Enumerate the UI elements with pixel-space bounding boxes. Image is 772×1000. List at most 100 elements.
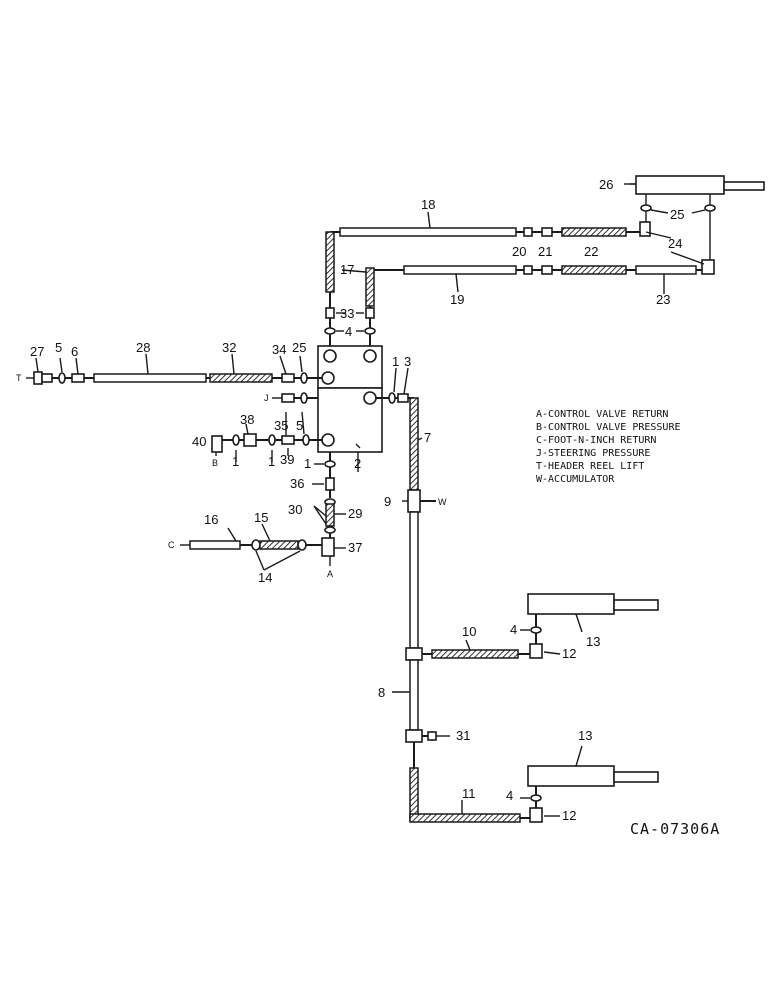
callout-22: 22 — [584, 244, 598, 259]
adapter-33-left — [325, 307, 335, 319]
callout-4-upper: 4 — [510, 622, 517, 637]
cylinder-13-upper-body — [527, 593, 615, 615]
tube-8-lower — [409, 659, 419, 731]
callout-15: 15 — [254, 510, 268, 525]
callout-1-pressure: 1 — [392, 354, 399, 369]
connection-b: B — [212, 458, 218, 468]
hose-line-left-vertical — [325, 231, 335, 293]
elbow-12-upper — [529, 643, 543, 659]
fitting-20-lower — [523, 265, 533, 275]
callout-12-lower: 12 — [562, 808, 576, 823]
connection-c: C — [168, 540, 175, 550]
callout-39: 39 — [280, 452, 294, 467]
foot-n-inch-return-line — [180, 539, 322, 571]
hose-32 — [209, 373, 273, 383]
callout-3: 3 — [404, 354, 411, 369]
callout-17: 17 — [340, 262, 354, 277]
clamp-14-right — [297, 539, 307, 551]
o-ring-4-right — [364, 327, 376, 335]
elbow-40 — [211, 435, 223, 453]
callout-38: 38 — [240, 412, 254, 427]
o-ring-5-valve — [300, 392, 308, 404]
hose-11 — [409, 813, 521, 823]
adapter-39 — [281, 435, 295, 445]
fitting-21-upper — [541, 227, 553, 237]
o-ring-30-lower — [324, 526, 336, 534]
cylinder-13-lower-body — [527, 765, 615, 787]
hose-15 — [259, 540, 299, 550]
legend-item-w: W-ACCUMULATOR — [536, 474, 615, 485]
cylinder-13-upper-rod — [613, 599, 659, 611]
tee-lift-upper — [405, 647, 423, 661]
fitting-6 — [71, 373, 85, 383]
elbow-12-lower — [529, 807, 543, 823]
fitting-27-nut — [41, 373, 53, 383]
callout-36: 36 — [290, 476, 304, 491]
connection-w: W — [438, 497, 447, 507]
connection-a: A — [327, 569, 333, 579]
drawing-code: CA-07306A — [630, 820, 720, 838]
legend-item-b: B-CONTROL VALVE PRESSURE — [536, 422, 681, 433]
callout-1-b: 1 — [232, 454, 239, 469]
callout-numbers: 26 25 24 18 20 21 22 17 19 23 33 4 27 5 … — [30, 177, 684, 823]
adapter-3 — [397, 393, 409, 403]
callout-25: 25 — [670, 207, 684, 222]
callout-25-valve: 25 — [292, 340, 306, 355]
o-ring-25-left — [640, 204, 652, 212]
hose-17 — [365, 267, 375, 307]
tube-8-upper — [409, 511, 419, 649]
adapter-35 — [281, 393, 295, 403]
o-ring-1-pressure — [388, 392, 396, 404]
callout-28: 28 — [136, 340, 150, 355]
valve-port-top-right — [363, 349, 377, 363]
hose-7 — [409, 397, 419, 491]
callout-26: 26 — [599, 177, 613, 192]
cylinder-26-body — [635, 175, 725, 195]
o-ring-25-valve — [300, 372, 308, 384]
callout-4-top: 4 — [345, 324, 352, 339]
callout-18: 18 — [421, 197, 435, 212]
callout-5-left: 5 — [55, 340, 62, 355]
adapter-34 — [281, 373, 295, 383]
callout-33: 33 — [340, 306, 354, 321]
tube-16 — [189, 540, 241, 550]
callout-13-upper: 13 — [586, 634, 600, 649]
callout-4-lower: 4 — [506, 788, 513, 803]
callout-37: 37 — [348, 540, 362, 555]
callout-19: 19 — [450, 292, 464, 307]
tube-23 — [635, 265, 697, 275]
cylinder-13-lower-rod — [613, 771, 659, 783]
adapter-33-right — [365, 307, 375, 319]
control-valve-body — [317, 345, 383, 472]
callout-20: 20 — [512, 244, 526, 259]
header-reel-lift-line — [26, 371, 322, 385]
callout-7: 7 — [424, 430, 431, 445]
callout-40: 40 — [192, 434, 206, 449]
elbow-24-upper — [639, 221, 651, 237]
callout-6: 6 — [71, 344, 78, 359]
callout-29: 29 — [348, 506, 362, 521]
fitting-38 — [243, 433, 257, 447]
o-ring-1-down — [324, 460, 336, 468]
o-ring-5-left — [58, 372, 66, 384]
control-valve-return-line — [313, 452, 336, 566]
leader-lines — [35, 183, 665, 814]
callout-24: 24 — [668, 236, 682, 251]
tube-19 — [403, 265, 517, 275]
lift-cylinder-lower — [520, 745, 659, 823]
legend-item-j: J-STEERING PRESSURE — [536, 448, 650, 459]
connection-j: J — [264, 393, 269, 403]
callout-16: 16 — [204, 512, 218, 527]
callout-27: 27 — [30, 344, 44, 359]
lift-cylinder-upper — [422, 593, 659, 659]
control-valve-pressure-line — [211, 433, 322, 456]
valve-port-b — [321, 433, 335, 447]
legend-item-a: A-CONTROL VALVE RETURN — [536, 409, 668, 420]
hose-11-vertical — [409, 767, 419, 821]
o-ring-1-mid — [268, 434, 276, 446]
callout-30: 30 — [288, 502, 302, 517]
callout-1-down: 1 — [304, 456, 311, 471]
legend-item-c: C-FOOT-N-INCH RETURN — [536, 435, 656, 446]
o-ring-25-right — [704, 204, 716, 212]
plug-31 — [427, 731, 437, 741]
